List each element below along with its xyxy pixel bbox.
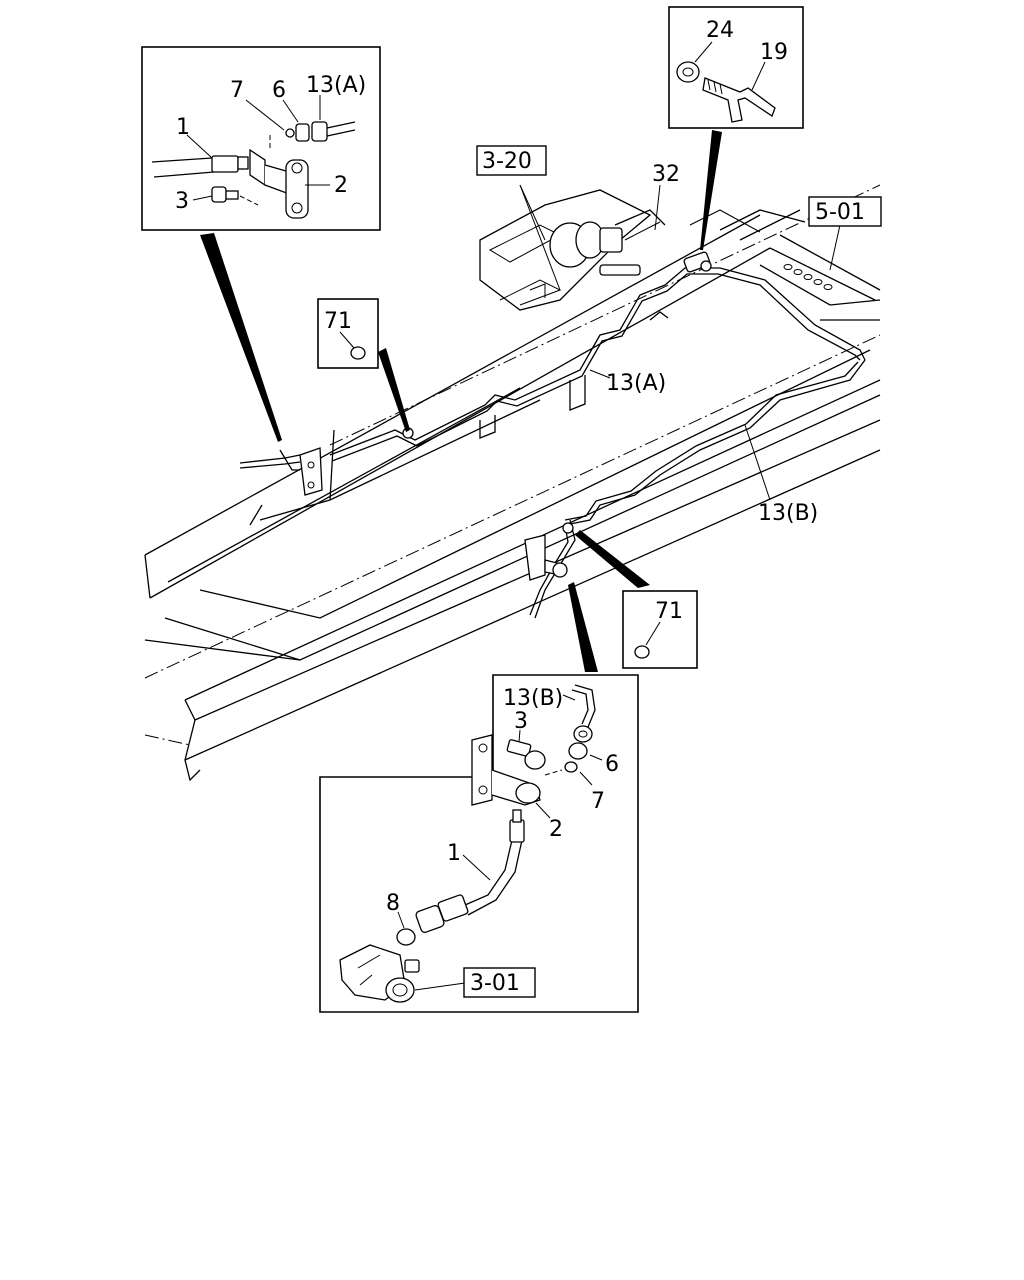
frame-bracket-front: [279, 447, 323, 496]
detail-box-front-hose: [141, 46, 381, 231]
label-bot-2: 2: [549, 817, 563, 842]
ref-label-3-20[interactable]: 3-20: [482, 149, 532, 174]
label-tr-24: 24: [706, 18, 734, 43]
label-bot-13b: 13(B): [503, 686, 563, 711]
label-tl-6: 6: [272, 78, 286, 103]
ref-box-3-20[interactable]: [476, 145, 547, 176]
label-tl-1: 1: [176, 115, 190, 140]
label-bot-6: 6: [605, 752, 619, 777]
ref-label-5-01[interactable]: 5-01: [815, 200, 865, 225]
label-bot-3: 3: [514, 709, 528, 734]
ref-box-5-01[interactable]: [808, 196, 882, 227]
label-tr-19: 19: [760, 40, 788, 65]
label-tl-3: 3: [175, 189, 189, 214]
label-bot-8: 8: [386, 891, 400, 916]
label-tl-2: 2: [334, 173, 348, 198]
detail-box-clip-upper: [317, 298, 379, 369]
callout-pointers: [200, 130, 841, 672]
detail-box-clip-lower: [622, 590, 698, 669]
rear-brake-chamber-assembly: [479, 189, 666, 311]
frame-holes: [783, 264, 833, 290]
label-71-lower: 71: [655, 599, 683, 624]
brake-pipes: [239, 251, 866, 619]
callout-labels: 7 6 13(A) 1 2 3 24 19 3-20 32 5-01 71 13…: [175, 18, 865, 996]
label-main-13a: 13(A): [606, 371, 666, 396]
label-71-upper: 71: [324, 309, 352, 334]
label-bot-7: 7: [591, 789, 605, 814]
detail-box-three-way-joint: [668, 6, 804, 129]
ref-label-3-01[interactable]: 3-01: [470, 971, 520, 996]
label-tl-13a: 13(A): [306, 73, 366, 98]
label-bot-1: 1: [447, 841, 461, 866]
label-tl-7: 7: [230, 78, 244, 103]
detail-box-rear-hose: [319, 674, 639, 1013]
label-main-13b: 13(B): [758, 501, 818, 526]
ref-box-3-01[interactable]: [463, 967, 536, 998]
label-32: 32: [652, 162, 680, 187]
frame-bracket-rear: [524, 534, 568, 581]
